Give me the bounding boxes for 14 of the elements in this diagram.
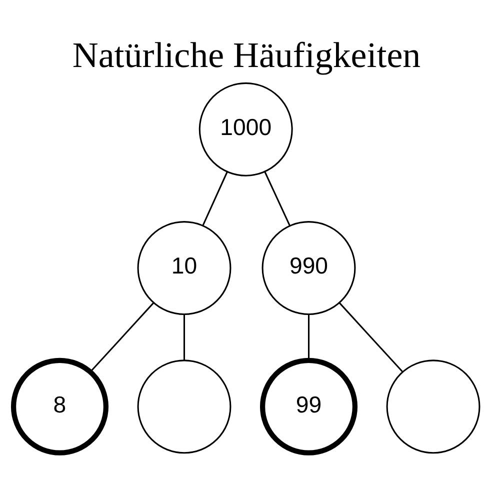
connector [183, 314, 186, 360]
connector [338, 302, 403, 372]
node-circle: 8 [10, 358, 109, 456]
connector [90, 302, 154, 372]
node-circle: 99 [260, 358, 358, 456]
node-circle: 10 [137, 221, 232, 315]
node-circle [386, 360, 480, 454]
node-circle: 1000 [198, 82, 293, 176]
diagram-title: Natürliche Häufigkeiten [72, 35, 421, 76]
connector [202, 172, 228, 226]
node-circle [137, 360, 232, 454]
connector [264, 172, 290, 226]
node-circle: 990 [262, 221, 356, 315]
connector [308, 314, 310, 360]
